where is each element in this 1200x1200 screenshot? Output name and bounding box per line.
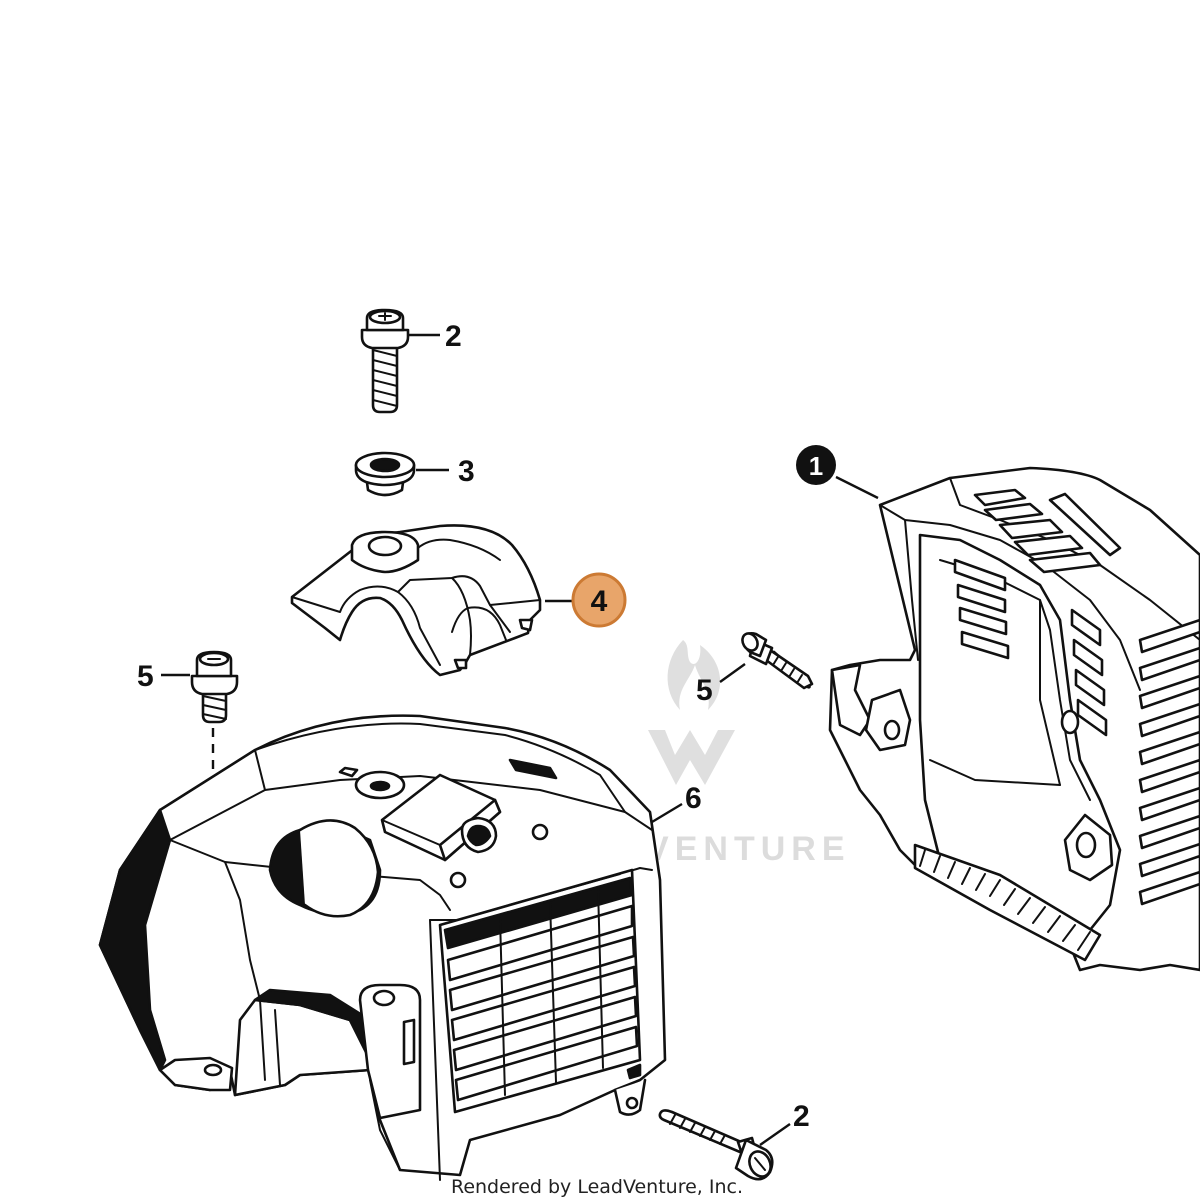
part-3-grommet[interactable] (354, 451, 416, 497)
footer-credit: Rendered by LeadVenture, Inc. (451, 1176, 743, 1198)
part-5-screw-right[interactable] (739, 631, 814, 690)
housing-top-vents (973, 488, 1122, 574)
callout-2-top[interactable]: 2 (445, 320, 462, 353)
part-2-screw-bottom[interactable] (658, 1109, 775, 1181)
callout-1-badge[interactable]: 1 (796, 445, 836, 485)
housing-bottom-tray (913, 843, 1102, 962)
housing-inner-vents (953, 558, 1108, 737)
callout-1[interactable]: 1 (809, 451, 823, 481)
callout-4-highlight[interactable]: 4 (571, 572, 627, 628)
callout-4[interactable]: 4 (591, 585, 608, 618)
callout-2-bottom[interactable]: 2 (793, 1100, 810, 1133)
part-6-shroud[interactable] (98, 714, 667, 1181)
housing-side-vents (1138, 618, 1200, 906)
shroud-grille (443, 873, 639, 1102)
part-5-screw-left[interactable] (190, 650, 239, 724)
part-4-clamp[interactable] (290, 524, 542, 677)
callout-3[interactable]: 3 (458, 455, 475, 488)
callout-5-left[interactable]: 5 (137, 660, 154, 693)
part-1-housing[interactable] (828, 466, 1200, 972)
callout-6[interactable]: 6 (685, 782, 702, 815)
part-2-screw-top[interactable] (360, 308, 410, 414)
callout-5-right[interactable]: 5 (696, 674, 713, 707)
